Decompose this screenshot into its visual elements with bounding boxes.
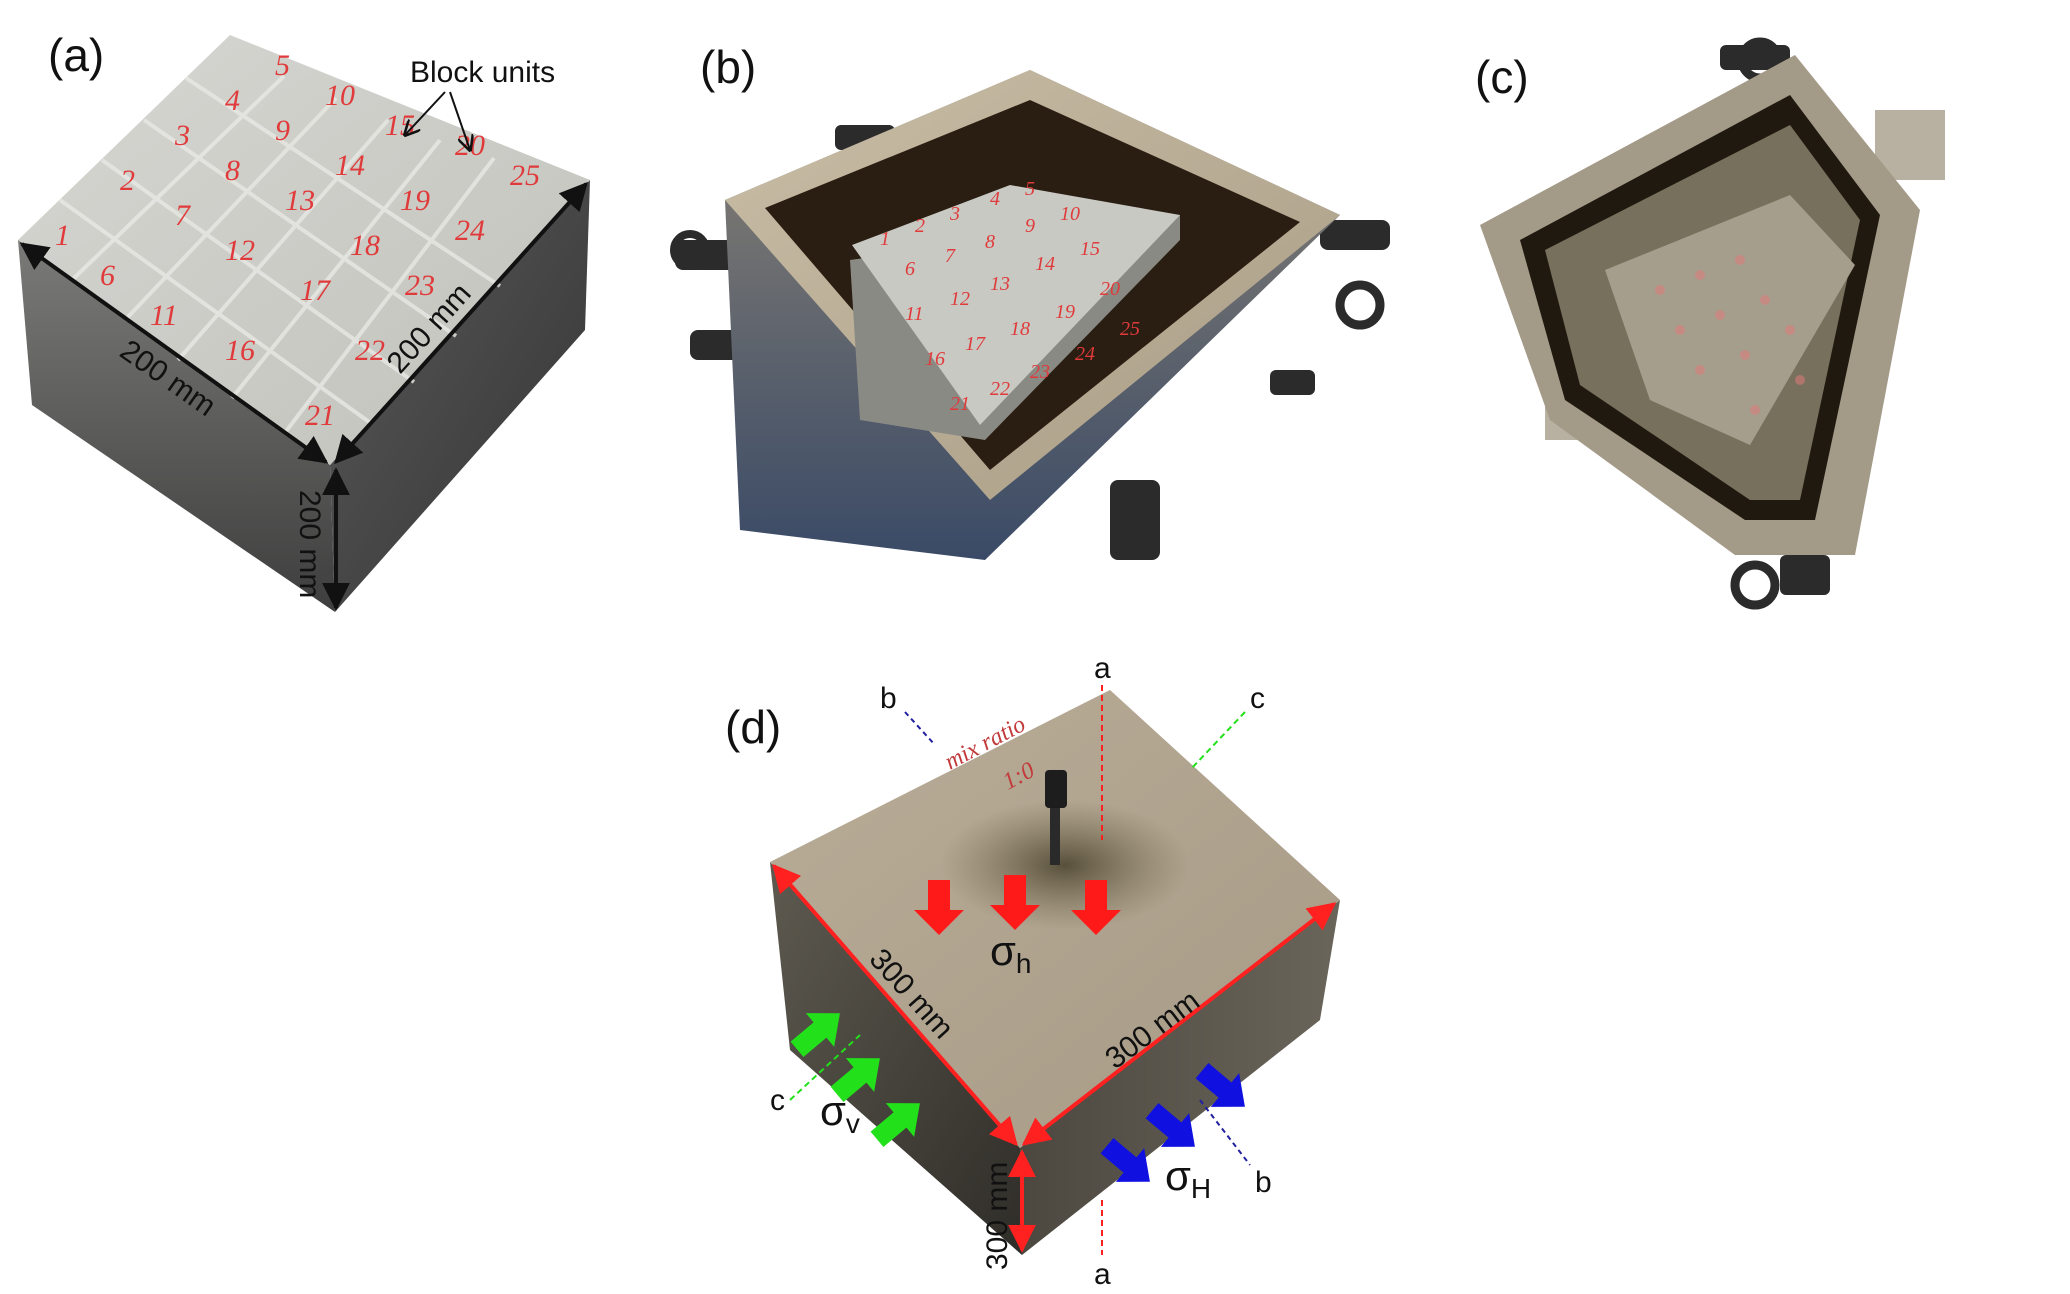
panel-a-cube: 1 2 3 4 5 6 7 8 9 10 11 12 13 14 15 16 1… [18,35,590,612]
block-number: 16 [925,348,945,370]
panel-d-cube: mix ratio 1:0 a a b b c c 300 mm 300 mm … [770,652,1340,1291]
block-number: 11 [150,299,178,332]
block-number: 14 [335,149,365,182]
sigma-H-label: σH [1165,1152,1211,1204]
stress-arrows-blue [1100,1063,1245,1182]
block-number: 15 [1080,238,1100,260]
section-label-a-top: a [1094,652,1111,685]
block-number: 9 [1025,215,1035,237]
stress-arrow-blue-icon [1100,1138,1150,1182]
section-label-c-top: c [1250,682,1265,715]
block-number: 24 [1075,343,1095,365]
block-number: 10 [325,79,355,112]
wet-spot [940,800,1190,930]
panel-label-d: (d) [725,701,782,753]
injection-tube [1050,800,1060,865]
block-number: 10 [1060,203,1080,225]
dim-line-a-right [334,181,588,465]
block-number: 22 [355,334,385,367]
block-number: 17 [965,333,986,355]
section-line-c-top [1189,711,1246,771]
stress-arrow-green-icon [870,1103,920,1147]
block-number: 6 [905,258,915,280]
stress-arrow-red-icon [990,875,1040,930]
block-number: 4 [990,188,1000,210]
block-number: 11 [905,303,924,325]
block-number: 24 [455,214,485,247]
stress-arrow-red-icon [914,880,964,935]
block-number: 23 [1030,361,1050,383]
block-units-pointer-2 [449,91,470,150]
block-units-pointer-1 [405,91,446,135]
stress-arrow-green-icon [790,1013,840,1057]
specimen-b-top [852,185,1180,425]
block-number: 15 [385,109,415,142]
block-number: 25 [510,159,540,192]
block-number: 8 [225,154,240,187]
block-number: 2 [120,164,135,197]
block-number: 8 [985,231,995,253]
block-number: 22 [990,378,1010,400]
block-number: 4 [225,84,240,117]
dim-label-a-vertical: 200 mm [293,490,326,598]
block-number: 7 [945,245,956,267]
section-label-b-bottom: b [1255,1166,1272,1199]
stress-arrow-blue-icon [1195,1063,1245,1107]
dim-line-d-left [772,863,1018,1147]
stress-arrow-green-icon [830,1058,880,1102]
block-number: 14 [1035,253,1055,275]
block-number: 3 [949,203,960,225]
block-number: 16 [225,334,255,367]
block-number: 3 [174,119,190,152]
section-line-b-top [904,711,936,746]
block-number: 9 [275,114,290,147]
stress-arrow-red-icon [1071,880,1121,935]
block-number: 18 [1010,318,1030,340]
panel-label-c: (c) [1475,51,1529,103]
block-number: 20 [1100,278,1120,300]
block-number: 13 [990,273,1010,295]
section-label-c-left: c [770,1084,785,1117]
block-number: 7 [175,199,192,232]
block-number: 12 [950,288,970,310]
block-number: 12 [225,234,255,267]
section-label-b-top: b [880,682,897,715]
dim-line-d-right [1021,902,1337,1146]
block-number: 13 [285,184,315,217]
panel-c-mold [1480,37,1945,610]
block-number: 6 [100,259,115,292]
panel-b-mold: 1 2 3 4 5 6 7 8 9 10 11 12 13 14 15 16 1… [670,70,1390,560]
block-number: 21 [950,393,970,415]
panel-label-a: (a) [48,29,105,81]
block-number: 5 [275,49,290,82]
mold-c-specimen-top [1605,195,1855,445]
sigma-h-label: σh [990,927,1032,979]
block-number: 18 [350,229,380,262]
block-number: 1 [880,228,890,250]
stress-arrow-blue-icon [1145,1103,1195,1147]
dim-line-a-left [19,242,329,464]
block-units-label: Block units [410,56,555,89]
section-label-a-bottom: a [1094,1258,1111,1291]
block-number: 20 [455,129,485,162]
stress-arrows-red [914,875,1121,935]
stress-arrows-green [790,1013,920,1147]
panel-label-b: (b) [700,41,757,93]
block-number: 23 [405,269,435,302]
dim-label-d-vertical: 300 mm [981,1162,1014,1270]
block-number: 19 [400,184,430,217]
block-number: 17 [300,274,332,307]
block-number: 21 [305,399,335,432]
block-number: 19 [1055,301,1075,323]
block-number: 1 [55,219,70,252]
section-line-b-bottom [1199,1099,1251,1166]
block-number: 2 [915,215,925,237]
sigma-v-label: σv [820,1087,860,1139]
block-number: 25 [1120,318,1140,340]
block-number: 5 [1025,178,1035,200]
block-numbers-b: 1 2 3 4 5 6 7 8 9 10 11 12 13 14 15 16 1… [880,178,1140,415]
